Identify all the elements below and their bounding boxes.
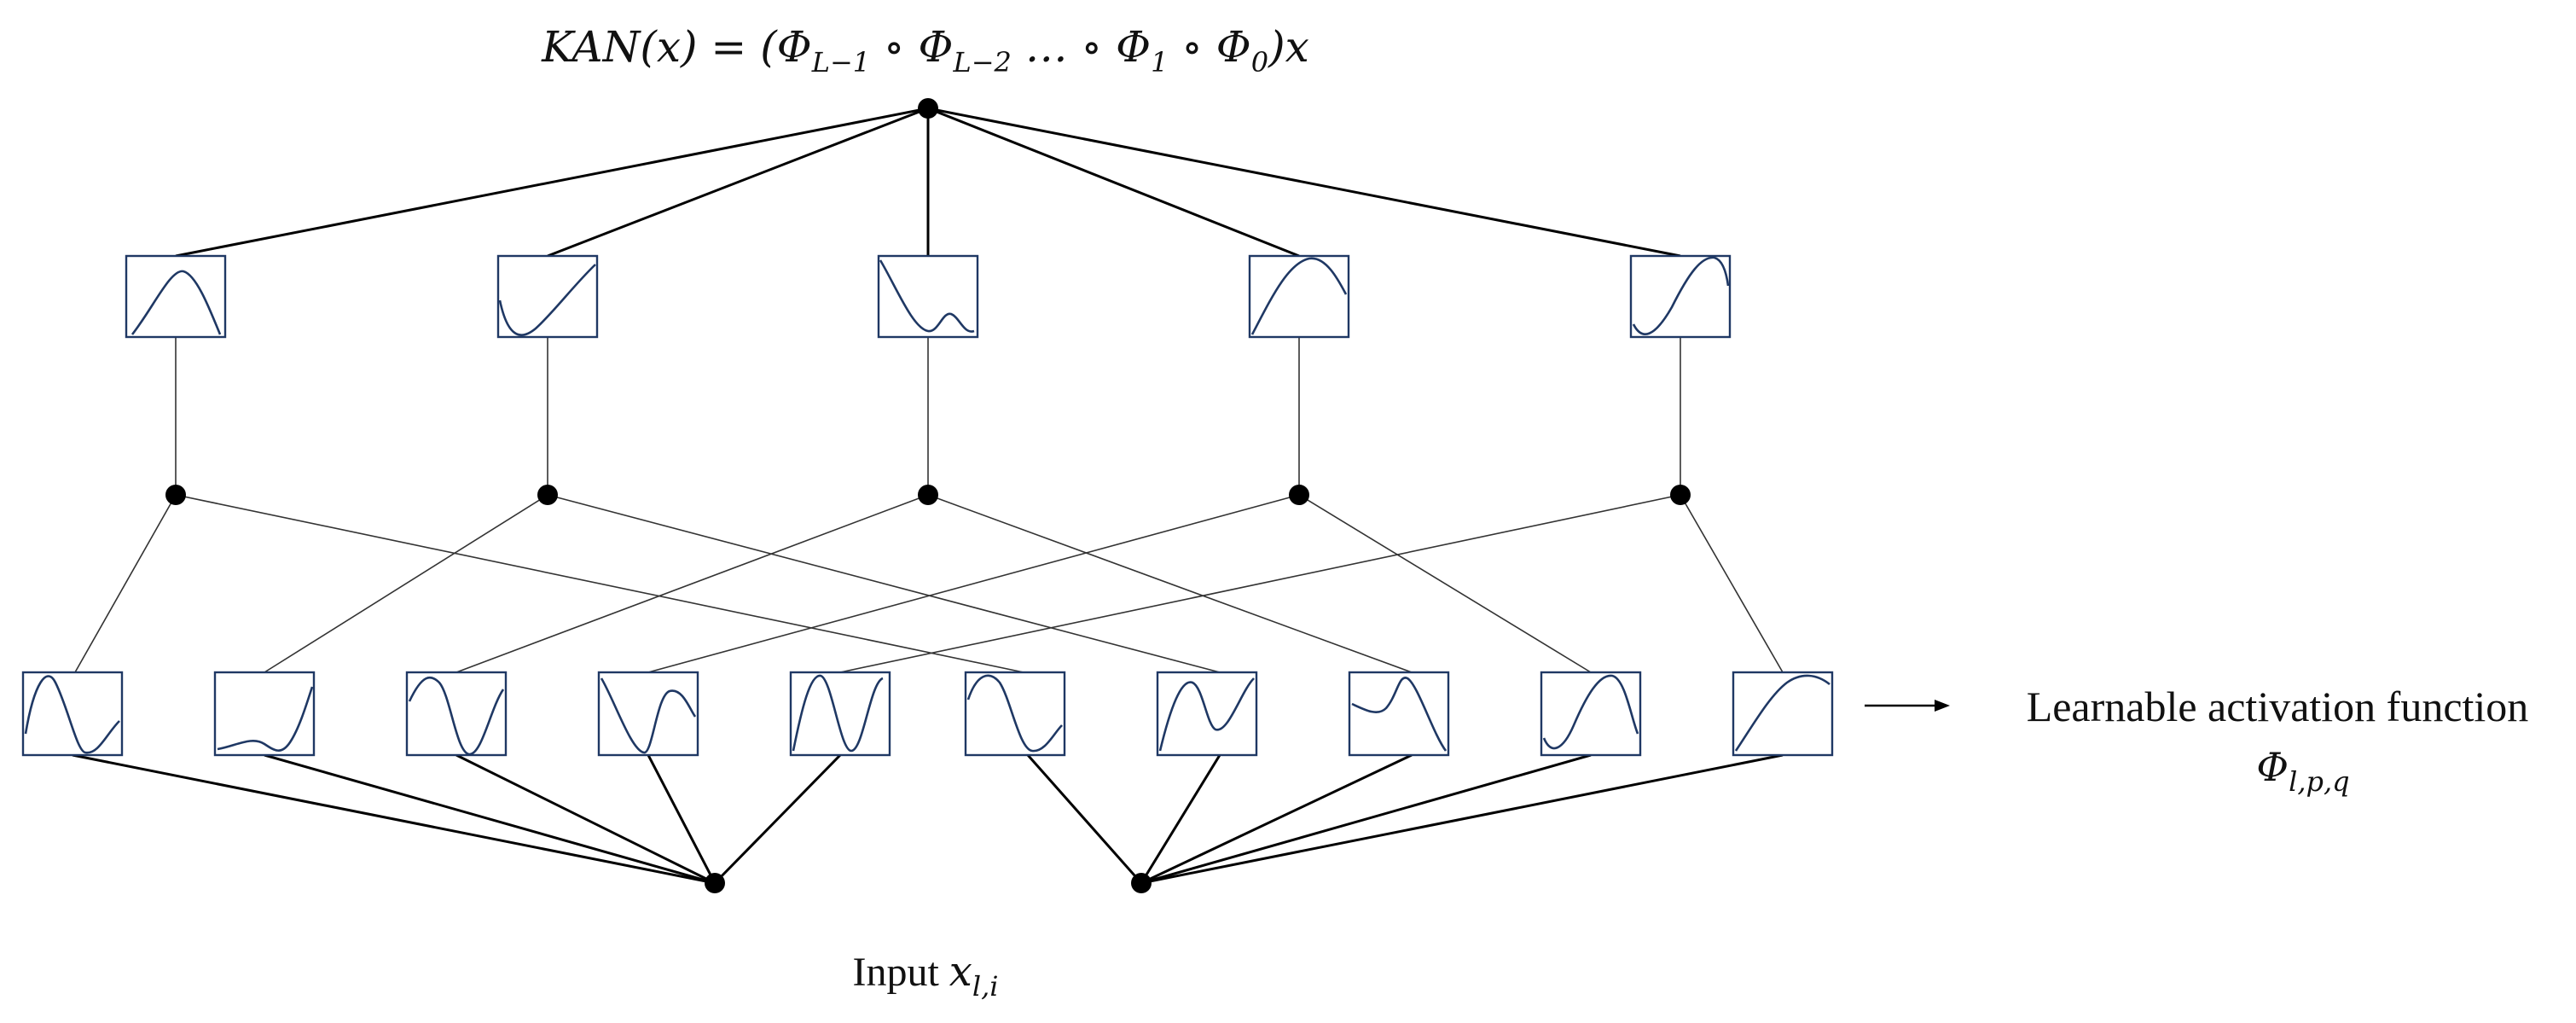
activation-box-bottom-2 — [213, 671, 316, 757]
legend-symbol-base: Φ — [2256, 744, 2289, 790]
middle-node-4 — [1289, 485, 1309, 505]
formula-phi-4: Φ — [1216, 22, 1251, 72]
input-edges — [72, 753, 1784, 885]
middle-node-5 — [1670, 485, 1691, 505]
formula-compose-2: ∘ — [1168, 22, 1215, 72]
nodes — [165, 98, 1691, 893]
middle-node-2 — [537, 485, 558, 505]
formula-sub-1: L−1 — [811, 46, 870, 78]
formula-sub-3: 1 — [1151, 46, 1168, 78]
input-label-text: Input — [852, 950, 949, 995]
formula-dots: … ∘ — [1012, 22, 1116, 72]
formula-rhs: )x — [1268, 22, 1309, 72]
activation-box-top-2 — [496, 254, 599, 339]
bottom-activation-boxes — [21, 671, 1834, 757]
middle-node-1 — [165, 485, 186, 505]
input-label-sub: l,i — [972, 970, 999, 1003]
activation-box-bottom-3 — [405, 671, 508, 757]
legend-symbol: Φl,p,q — [2256, 744, 2349, 798]
formula-sub-4: 0 — [1251, 46, 1268, 78]
formula-phi-3: Φ — [1116, 22, 1151, 72]
input-node-2 — [1131, 873, 1152, 893]
input-node-1 — [705, 873, 725, 893]
activation-box-bottom-8 — [1348, 671, 1450, 757]
top-layer-edges — [175, 107, 1681, 258]
input-label: Input xl,i — [852, 948, 998, 1003]
activation-box-bottom-4 — [597, 671, 699, 757]
activation-box-bottom-10 — [1732, 671, 1834, 757]
formula-compose-1: ∘ — [870, 22, 918, 72]
activation-box-bottom-7 — [1156, 671, 1258, 757]
activation-box-top-4 — [1248, 254, 1350, 339]
middle-to-bottom-edges — [74, 494, 1784, 673]
legend-label: Learnable activation function — [2027, 683, 2529, 730]
activation-box-bottom-1 — [21, 671, 124, 757]
activation-box-bottom-5 — [789, 671, 891, 757]
activation-box-top-5 — [1629, 254, 1732, 339]
formula-phi-1: Φ — [777, 22, 812, 72]
top-to-middle-edges — [175, 337, 1681, 495]
formula-lhs: KAN(x) = ( — [541, 22, 778, 72]
legend-arrow — [1865, 700, 1950, 712]
activation-box-top-1 — [125, 254, 227, 339]
middle-node-3 — [918, 485, 938, 505]
activation-box-bottom-6 — [964, 671, 1066, 757]
legend-symbol-sub: l,p,q — [2289, 765, 2350, 798]
kan-formula: KAN(x) = (ΦL−1 ∘ ΦL−2 … ∘ Φ1 ∘ Φ0)x — [541, 22, 1309, 78]
top-activation-boxes — [125, 254, 1732, 339]
input-label-var: x — [949, 948, 972, 996]
formula-phi-2: Φ — [918, 22, 953, 72]
formula-sub-2: L−2 — [952, 46, 1011, 78]
activation-box-top-3 — [877, 254, 979, 339]
activation-box-bottom-9 — [1540, 671, 1642, 757]
output-node — [918, 98, 938, 119]
